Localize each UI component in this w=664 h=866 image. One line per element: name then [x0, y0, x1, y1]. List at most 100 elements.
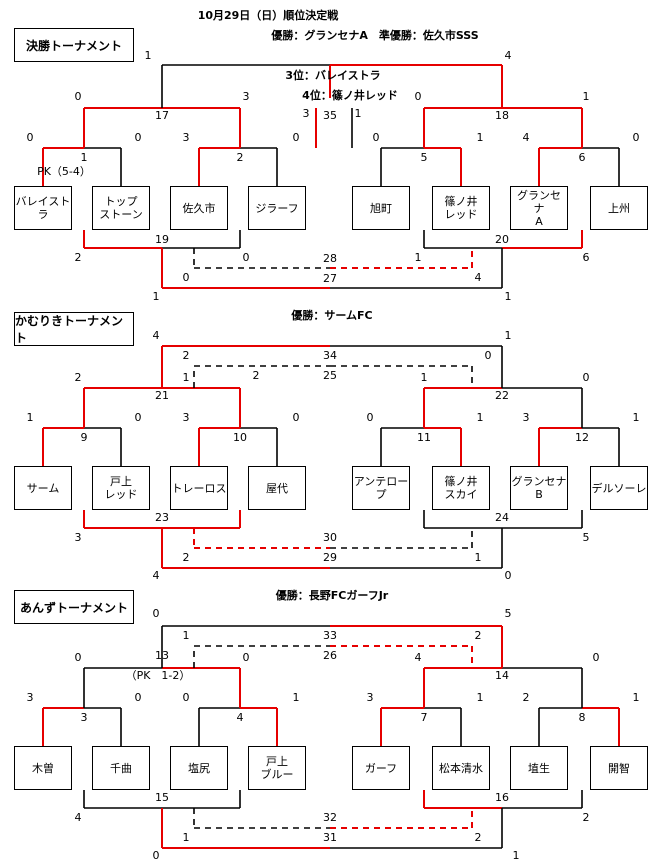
team-box: 屋代: [248, 466, 306, 510]
team-box: ジラーフ: [248, 186, 306, 230]
match-number: 16: [495, 791, 509, 804]
score: 0: [582, 371, 590, 384]
score: 6: [582, 251, 590, 264]
match-number: 22: [495, 389, 509, 402]
score: 1: [144, 49, 152, 62]
match-number: 19: [155, 233, 169, 246]
score: 3: [26, 691, 34, 704]
team-box: トップ ストーン: [92, 186, 150, 230]
team-box: 戸上 ブルー: [248, 746, 306, 790]
match-number: 17: [155, 109, 169, 122]
score: 0: [134, 691, 142, 704]
team-box: 松本清水: [432, 746, 490, 790]
score: 1: [420, 371, 428, 384]
match-number: 12: [575, 431, 589, 444]
team-box: 埴生: [510, 746, 568, 790]
score: 4: [74, 811, 82, 824]
match-number: 32: [323, 811, 337, 824]
score: 1: [504, 290, 512, 303]
score: 0: [292, 411, 300, 424]
score: 0: [134, 411, 142, 424]
team-box: グランセ ナ A: [510, 186, 568, 230]
score: 1: [292, 691, 300, 704]
score: 2: [182, 551, 190, 564]
score: 4: [504, 49, 512, 62]
match-number: 6: [578, 151, 586, 164]
score: 5: [582, 531, 590, 544]
score: 1: [152, 290, 160, 303]
match-number: 26: [323, 649, 337, 662]
score: 1: [182, 831, 190, 844]
match-number: 7: [420, 711, 428, 724]
score: 3: [74, 531, 82, 544]
score: 3: [182, 411, 190, 424]
score: 0: [182, 271, 190, 284]
match-number: 18: [495, 109, 509, 122]
match-number: 10: [233, 431, 247, 444]
team-box: 塩尻: [170, 746, 228, 790]
match-number: 35: [323, 109, 337, 122]
score: 0: [592, 651, 600, 664]
score: 1: [26, 411, 34, 424]
score: 1: [414, 251, 422, 264]
score: 2: [74, 251, 82, 264]
score: 2: [582, 811, 590, 824]
score: 4: [152, 329, 160, 342]
match-number: 28: [323, 252, 337, 265]
score: 2: [252, 369, 260, 382]
score: 2: [74, 371, 82, 384]
winner-text: 優勝：長野FCガーフJr: [275, 589, 389, 602]
match-number: 2: [236, 151, 244, 164]
match-number: 4: [236, 711, 244, 724]
team-box: 旭町: [352, 186, 410, 230]
score: 0: [152, 849, 160, 862]
score: 0: [366, 411, 374, 424]
score: 2: [474, 629, 482, 642]
match-number: 31: [323, 831, 337, 844]
score: 1: [354, 107, 362, 120]
match-number: 5: [420, 151, 428, 164]
match-number: 14: [495, 669, 509, 682]
match-number: 30: [323, 531, 337, 544]
score: 1: [182, 629, 190, 642]
score: 1: [632, 411, 640, 424]
match-number: 13: [155, 649, 169, 662]
score: 0: [292, 131, 300, 144]
winner-text: 優勝：グランセナA 準優勝：佐久市SSS: [271, 29, 479, 42]
team-box: 戸上 レッド: [92, 466, 150, 510]
section-title: 決勝トーナメント: [14, 28, 134, 62]
team-box: サーム: [14, 466, 72, 510]
score: 0: [372, 131, 380, 144]
score: 0: [632, 131, 640, 144]
match-number: 11: [417, 431, 431, 444]
team-box: バレイスト ラ: [14, 186, 72, 230]
team-box: ガーフ: [352, 746, 410, 790]
score: 3: [302, 107, 310, 120]
score: 3: [182, 131, 190, 144]
score: 0: [26, 131, 34, 144]
match-number: 27: [323, 272, 337, 285]
team-box: 佐久市: [170, 186, 228, 230]
score: 1: [476, 691, 484, 704]
pk-note: （PK 1-2）: [125, 669, 191, 682]
team-box: 開智: [590, 746, 648, 790]
score: 1: [182, 371, 190, 384]
score: 0: [242, 651, 250, 664]
score: 4: [474, 271, 482, 284]
score: 0: [242, 251, 250, 264]
section-title: かむりきトーナメント: [14, 312, 134, 346]
score: 0: [74, 90, 82, 103]
match-number: 20: [495, 233, 509, 246]
match-number: 29: [323, 551, 337, 564]
winner-text: 優勝：サームFC: [291, 309, 373, 322]
score: 1: [512, 849, 520, 862]
score: 1: [474, 551, 482, 564]
score: 0: [152, 607, 160, 620]
section-title: あんずトーナメント: [14, 590, 134, 624]
match-number: 15: [155, 791, 169, 804]
score: 0: [74, 651, 82, 664]
team-box: トレーロス: [170, 466, 228, 510]
match-number: 1: [80, 151, 88, 164]
match-number: 24: [495, 511, 509, 524]
